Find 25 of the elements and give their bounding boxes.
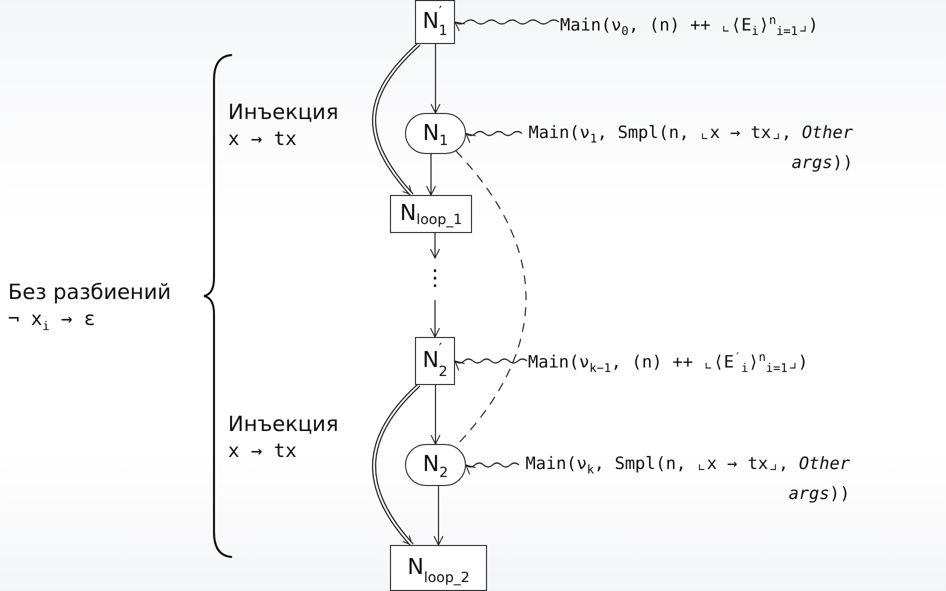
annotation-label: Инъекция bbox=[228, 100, 338, 124]
formula-text: x → tx bbox=[228, 128, 297, 150]
arrow bbox=[430, 44, 440, 114]
arrow bbox=[426, 154, 436, 196]
double-arrow bbox=[372, 42, 420, 196]
process-box: N$_{loop_2}$ bbox=[390, 545, 487, 591]
wavy-arrow bbox=[466, 131, 522, 144]
annotation-text: Main(ν$_{k}$, Smpl(n, ⌞x → tx⌟, Other args)) bbox=[520, 450, 850, 509]
annotation-text: Main(ν$_{0}$, (n) ++ ⌞⟨E$_{i}$⟩$^{n}$$_{i=1}$⌟) bbox=[560, 10, 818, 42]
arrow bbox=[430, 385, 440, 444]
arrow bbox=[430, 233, 440, 258]
process-box: N$_{loop_1}$ bbox=[390, 195, 472, 233]
ellipsis: ⋮ bbox=[422, 258, 448, 300]
formula-text: ¬ x$_{i}$ → ε bbox=[8, 308, 96, 333]
annotation-label: Инъекция bbox=[228, 412, 338, 436]
wavy-arrow bbox=[454, 19, 560, 32]
annotation-text: Main(ν$_{k−1}$, (n) ++ ⌞⟨E$^{′}$$_{i}$⟩$^{n}$$_{i=1}$⌟) bbox=[528, 347, 808, 378]
wavy-arrow bbox=[466, 462, 520, 475]
arrow bbox=[430, 300, 440, 338]
annotation-text: Main(ν$_{1}$, Smpl(n, ⌞x → tx⌟, Other args)) bbox=[523, 119, 853, 178]
annotation-label: Без разбиений bbox=[8, 280, 172, 304]
wavy-arrow bbox=[454, 358, 528, 371]
double-arrow bbox=[372, 384, 420, 546]
formula-text: x → tx bbox=[228, 440, 297, 462]
arrow bbox=[434, 486, 444, 546]
